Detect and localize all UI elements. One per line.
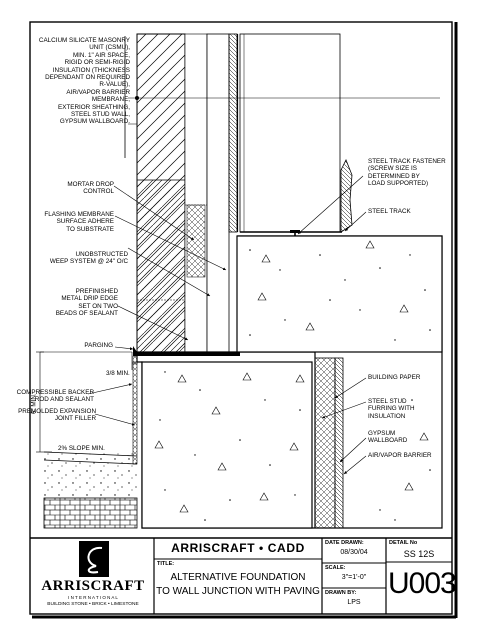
arriscraft-logo-icon [79,541,109,577]
parging [132,355,138,365]
flashing-line: TO SUBSTRATE [66,225,114,233]
masonry-callout-line: MIN. 1" AIR SPACE, [72,51,130,59]
date-value: 08/30/04 [340,549,368,556]
weep-label: UNOBSTRUCTED WEEP SYSTEM @ 24" O/C [50,251,128,266]
furring-label: STEEL STUD FURRING WITH INSULATION [368,398,415,420]
dim-3-8-label: 3/8 MIN. [106,370,130,377]
fastener-line: (SCREW SIZE IS [368,165,417,173]
masonry-callout-line: MEMBRANE, [91,96,130,104]
masonry-callout-line: CALCIUM SILICATE MASONRY [38,37,130,44]
fastener-line: STEEL TRACK FASTENER [368,158,446,165]
fastener-line: LOAD SUPPORTED) [368,180,429,188]
drip-edge [133,346,240,356]
interior-furring [314,357,344,529]
drawn-by-value: LPS [347,599,361,606]
furring-line: STEEL STUD [368,398,407,405]
masonry-callout-line: RIGID OR SEMI-RIGID [64,59,130,67]
scale-label: SCALE: [325,565,346,571]
concrete-dots [159,249,431,521]
gypsum-label: GYPSUM WALLBOARD [368,430,407,445]
drip-edge-line: SET ON TWO [78,302,118,310]
foundation-wall [136,235,443,529]
weep-line: UNOBSTRUCTED [75,251,128,258]
drawn-by-label: DRAWN BY: [325,590,357,596]
expansion-joint-line: PREMOLDED EXPANSION [18,408,96,415]
expansion-joint-label: PREMOLDED EXPANSION JOINT FILLER [18,408,96,423]
masonry-callout: CALCIUM SILICATE MASONRY UNIT (CSMU), MI… [39,37,130,126]
building-paper-label: BUILDING PAPER [368,374,421,381]
backer-rod-line: COMPRESSIBLE BACKER [16,389,94,396]
rigid-insulation [206,33,230,353]
detail-label: DETAIL No [389,540,418,546]
title-block-frame [30,537,452,614]
flashing-line: SURFACE ADHERE [56,218,114,226]
mortar-drop-line: CONTROL [83,188,114,196]
flashing-label: FLASHING MEMBRANE SURFACE ADHERE TO SUBS… [44,211,114,233]
backer-rod-label: COMPRESSIBLE BACKER ROD AND SEALANT [17,389,94,404]
fastener-label: STEEL TRACK FASTENER (SCREW SIZE IS DETE… [368,158,446,188]
date-label: DATE DRAWN: [325,540,364,546]
concrete-aggregate [154,240,429,513]
mortar-drop-label: MORTAR DROP CONTROL [67,181,114,196]
parging-label: PARGING [84,342,113,349]
masonry-callout-line: R-VALUE), [99,81,130,89]
drip-edge-line: METAL DRIP EDGE [61,295,118,303]
steel-track-label: STEEL TRACK [368,208,411,215]
air-vapor-label: AIR/VAPOR BARRIER [368,452,432,459]
slope-label: 2% SLOPE MIN. [58,445,105,452]
mortar-drop-line: MORTAR DROP [67,181,114,188]
masonry-callout-line: UNIT (CSMU), [89,44,130,52]
title-label: TITLE: [157,561,175,567]
drawing-title-line-1: ALTERNATIVE FOUNDATION [170,572,306,583]
expansion-joint-line: JOINT FILLER [54,415,96,423]
flashing-line: FLASHING MEMBRANE [44,211,114,218]
logo-tagline: BUILDING STONE • BRICK • LIMESTONE [47,602,139,607]
backer-rod-line: ROD AND SEALANT [34,396,94,404]
masonry-callout-line: EXTERIOR SHEATHING, [58,103,130,111]
scale-value: 3"=1'-0" [341,574,367,581]
drawing-title-line-2: TO WALL JUNCTION WITH PAVING [156,586,320,597]
furring-line: FURRING WITH [368,405,415,413]
masonry-unit [136,33,186,353]
masonry-callout-line: DEPENDANT ON REQUIRED [45,74,130,82]
detail-number: SS 12S [403,549,435,559]
sheet-border [29,21,453,615]
company-name: ARRISCRAFT • CADD [171,541,305,555]
weep-line: WEEP SYSTEM @ 24" O/C [49,258,128,266]
masonry-callout-line: INSULATION (THICKNESS [52,66,130,74]
dimension-lines [36,351,133,453]
sheathing [228,33,238,233]
gypsum-line: GYPSUM [368,430,396,437]
steel-stud [239,33,342,233]
sheet-number: U003 [388,567,457,600]
drip-edge-line: PREFINISHED [75,288,118,295]
drip-edge-line: BEADS OF SEALANT [55,310,118,318]
masonry-callout-line: AIR/VAPOR BARRIER [66,88,130,96]
gypsum-line: WALLBOARD [368,437,408,445]
fastener-line: DETERMINED BY [368,172,420,180]
logo-subtitle: I N T E R N A T I O N A L [68,595,118,600]
air-space [184,33,208,353]
logo-name: ARRISCRAFT [41,578,145,594]
masonry-callout-line: GYPSUM WALLBOARD. [59,118,130,126]
furring-line: INSULATION [368,412,406,420]
drip-edge-label: PREFINISHED METAL DRIP EDGE SET ON TWO B… [56,288,118,318]
paving [43,361,138,529]
masonry-callout-line: STEEL STUD WALL, [70,111,130,119]
leader-lines [87,175,367,475]
gypsum-wallboard-upper [340,159,353,233]
